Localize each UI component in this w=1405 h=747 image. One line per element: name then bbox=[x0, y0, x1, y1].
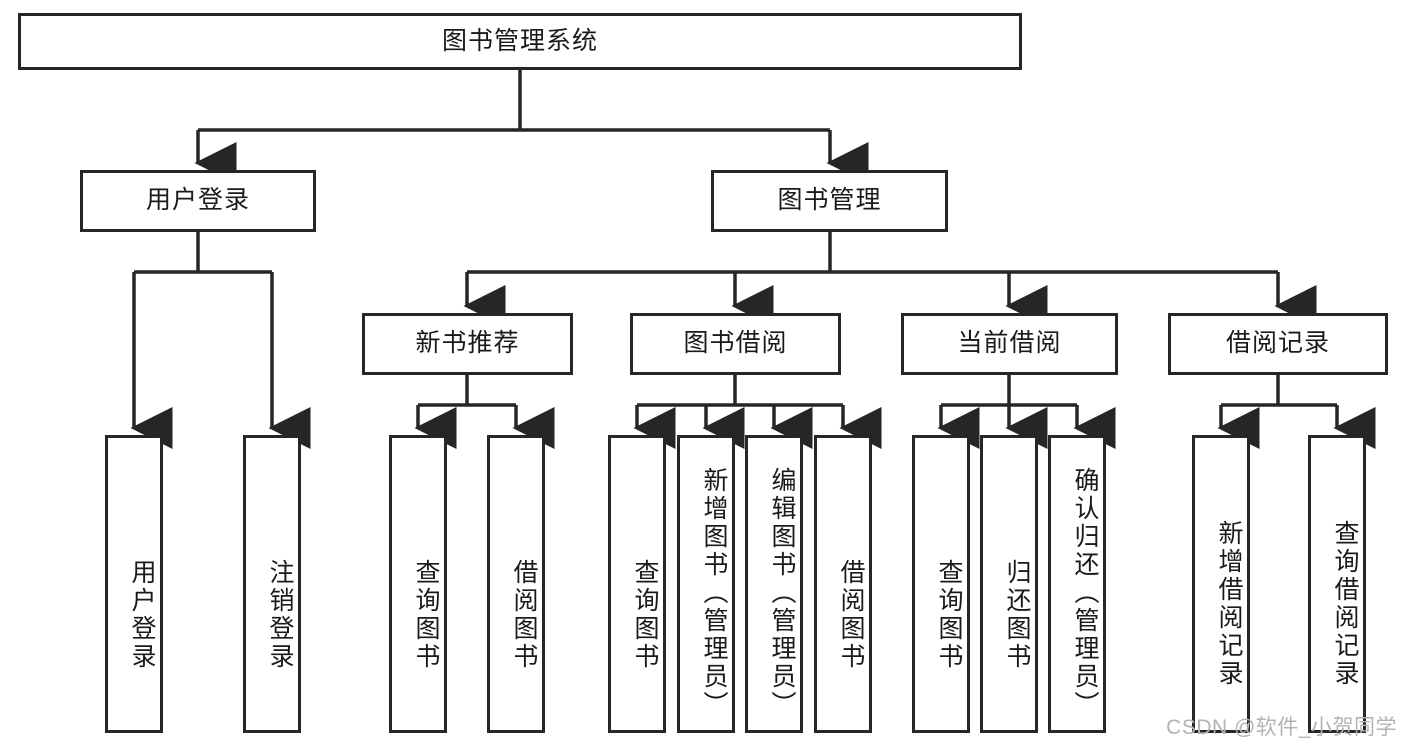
node-leaf-edit-book[interactable]: 编辑图书（管理员） bbox=[745, 435, 803, 733]
node-leaf-logout[interactable]: 注销登录 bbox=[243, 435, 301, 733]
node-leaf-borrow-book-1[interactable]: 借阅图书 bbox=[487, 435, 545, 733]
node-leaf-query-book-2[interactable]: 查询图书 bbox=[608, 435, 666, 733]
node-book-borrow[interactable]: 图书借阅 bbox=[630, 313, 841, 375]
node-leaf-borrow-book-2[interactable]: 借阅图书 bbox=[814, 435, 872, 733]
node-book-manage[interactable]: 图书管理 bbox=[711, 170, 948, 232]
node-leaf-return-book[interactable]: 归还图书 bbox=[980, 435, 1038, 733]
node-leaf-query-book-3[interactable]: 查询图书 bbox=[912, 435, 970, 733]
node-root[interactable]: 图书管理系统 bbox=[18, 13, 1022, 70]
node-leaf-user-login[interactable]: 用户登录 bbox=[105, 435, 163, 733]
node-user-login[interactable]: 用户登录 bbox=[80, 170, 316, 232]
node-leaf-query-book-1[interactable]: 查询图书 bbox=[389, 435, 447, 733]
node-leaf-confirm-return[interactable]: 确认归还（管理员） bbox=[1048, 435, 1106, 733]
node-leaf-query-record[interactable]: 查询借阅记录 bbox=[1308, 435, 1366, 733]
node-leaf-add-book[interactable]: 新增图书（管理员） bbox=[677, 435, 735, 733]
node-new-book-rec[interactable]: 新书推荐 bbox=[362, 313, 573, 375]
node-borrow-record[interactable]: 借阅记录 bbox=[1168, 313, 1388, 375]
node-leaf-add-record[interactable]: 新增借阅记录 bbox=[1192, 435, 1250, 733]
csdn-watermark: CSDN @软件_小贺同学 bbox=[1166, 716, 1397, 739]
node-current-borrow[interactable]: 当前借阅 bbox=[901, 313, 1118, 375]
